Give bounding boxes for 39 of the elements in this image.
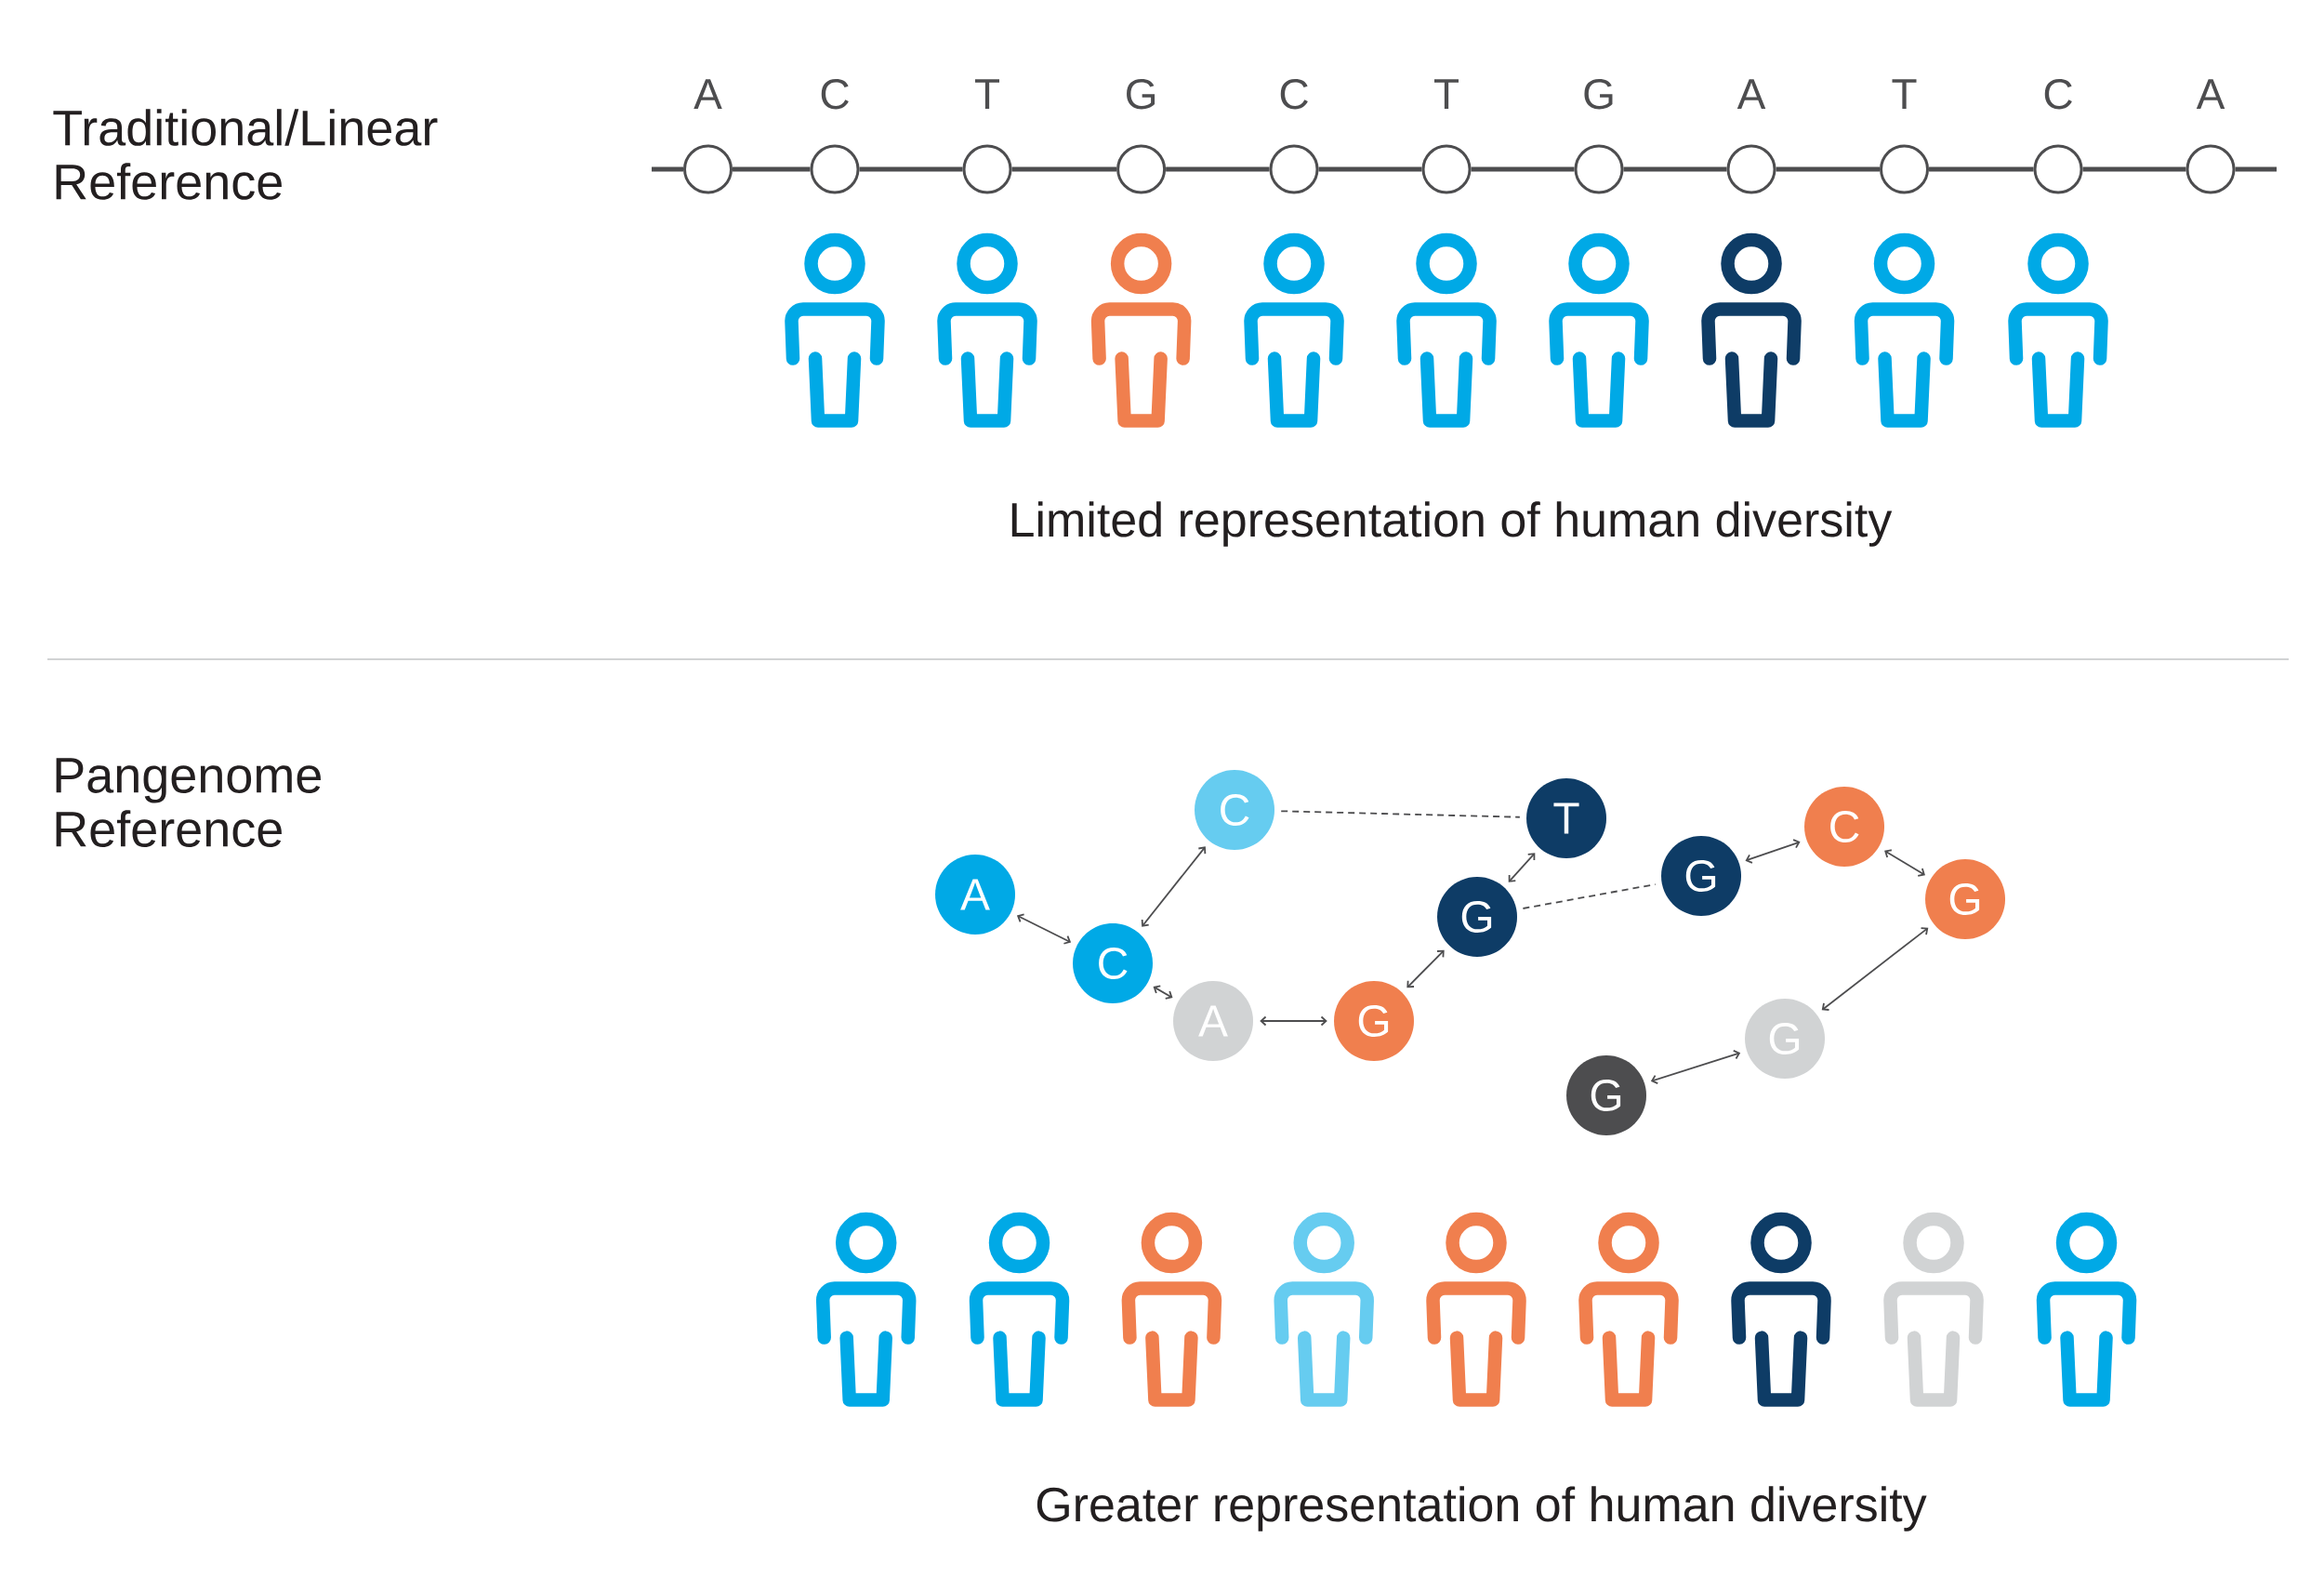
caption: Greater representation of human diversity <box>1037 1486 1927 1531</box>
line <box>652 166 683 172</box>
double-arrow <box>1508 853 1536 882</box>
letter-label: C <box>1280 78 1308 110</box>
double-arrow <box>1260 1015 1327 1027</box>
letter-label: A <box>693 79 722 109</box>
double-arrow <box>1141 846 1207 927</box>
line <box>2082 166 2186 172</box>
double-arrow <box>1406 949 1445 988</box>
letter-label: T <box>1892 79 1917 109</box>
letter-label: T <box>1434 79 1459 109</box>
line <box>2235 166 2278 172</box>
letter-label: C <box>821 78 849 110</box>
letter-label: G <box>1584 78 1613 110</box>
line <box>1011 166 1117 172</box>
line <box>1471 166 1575 172</box>
section-heading: Traditional/Linear Reference <box>53 109 438 200</box>
line <box>1318 166 1422 172</box>
double-arrow <box>1016 913 1072 945</box>
line <box>1623 166 1727 172</box>
line <box>1929 166 2034 172</box>
line <box>859 166 963 172</box>
section-heading: Pangenome Reference <box>56 758 321 847</box>
double-arrow <box>1884 849 1925 877</box>
letter-label: A <box>2196 79 2225 109</box>
line <box>733 166 811 172</box>
double-arrow <box>1650 1049 1741 1085</box>
double-arrow <box>1745 839 1801 864</box>
line <box>1166 166 1270 172</box>
letter-label: G <box>1127 78 1155 110</box>
letter-label: T <box>975 79 999 109</box>
line <box>1776 166 1881 172</box>
dashed-line <box>1280 810 1521 818</box>
double-arrow <box>1153 985 1173 1000</box>
double-arrow <box>1821 927 1929 1011</box>
dashed-line <box>1522 883 1657 909</box>
caption: Limited representation of human diversity <box>1011 501 1893 547</box>
letter-label: C <box>2044 78 2072 110</box>
letter-label: A <box>1736 79 1766 109</box>
